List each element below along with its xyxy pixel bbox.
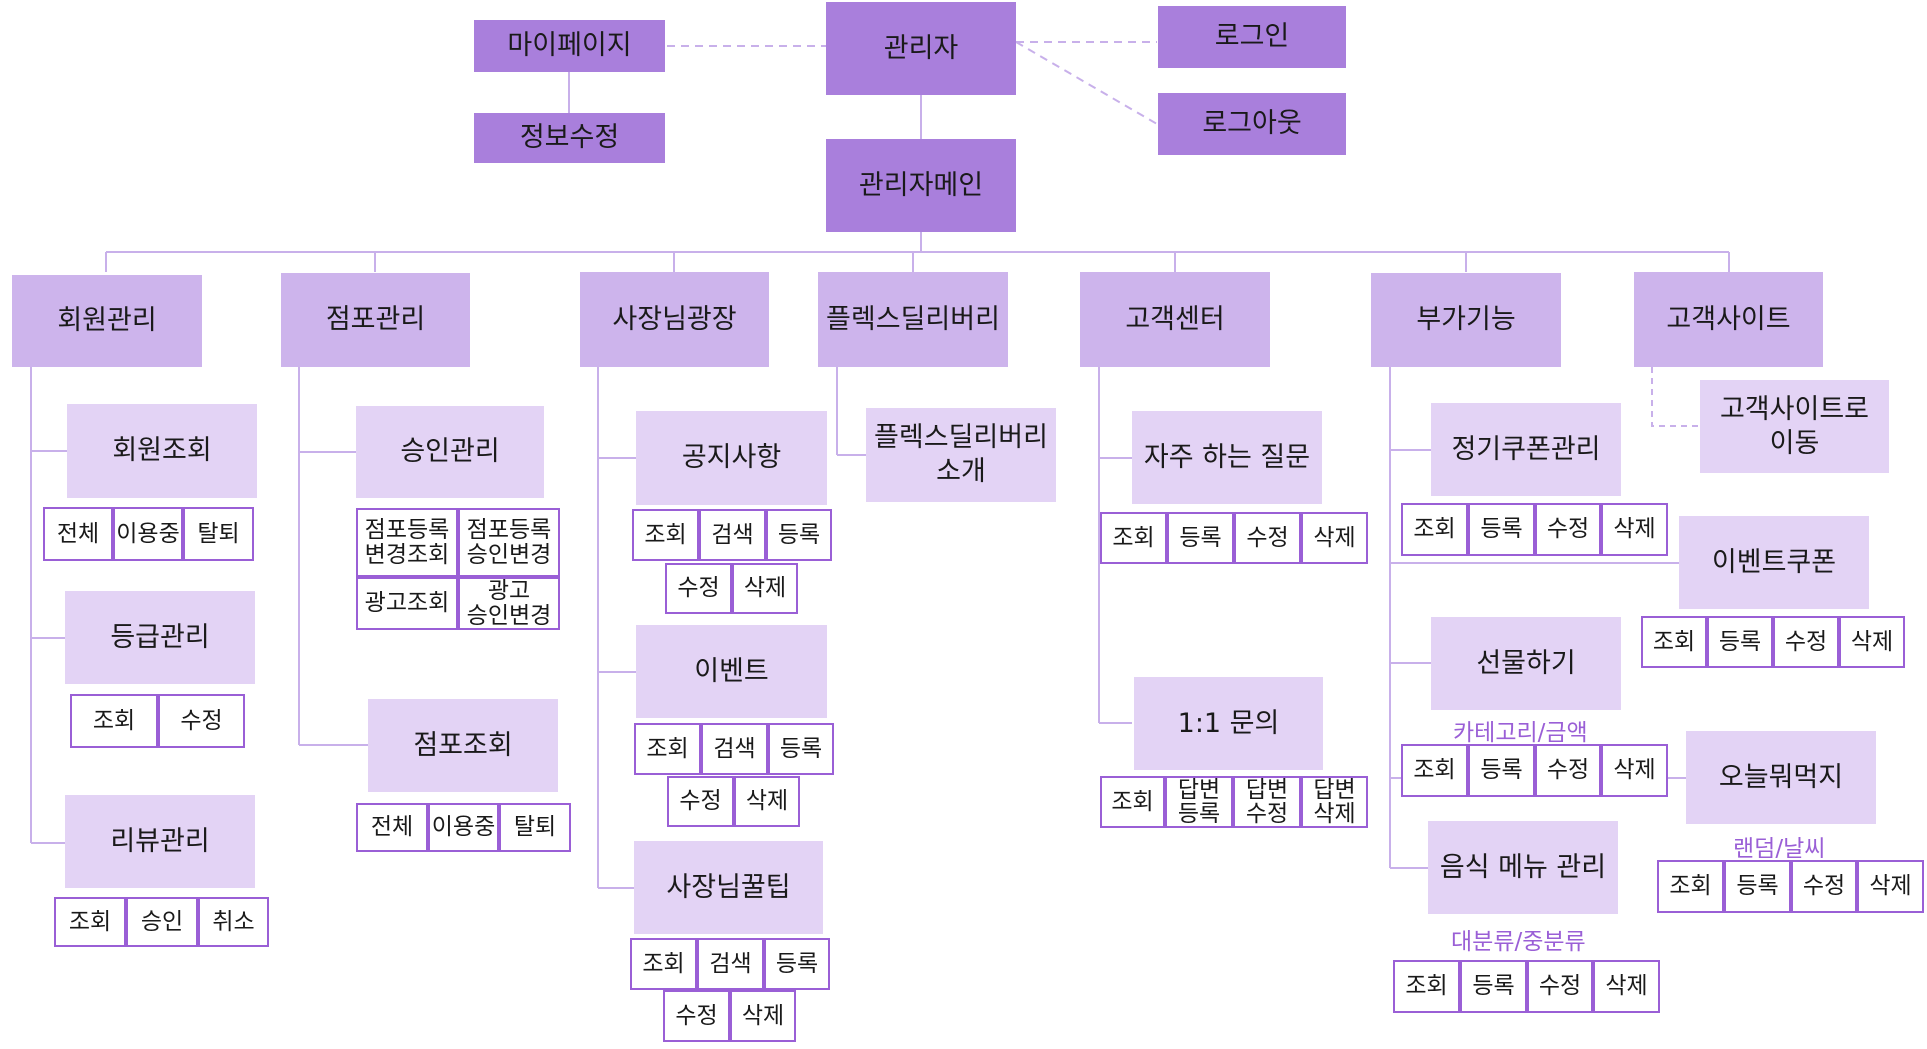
member-grade-node: 등급관리 xyxy=(65,591,255,684)
notice-edit: 수정 xyxy=(665,563,732,614)
regular-coupon-delete: 삭제 xyxy=(1601,503,1668,556)
food-menu-register: 등록 xyxy=(1460,960,1527,1013)
member-grade-edit: 수정 xyxy=(158,694,245,748)
food-menu-node: 음식 메뉴 관리 xyxy=(1428,821,1618,914)
regular-coupon-node: 정기쿠폰관리 xyxy=(1431,403,1621,496)
category-member: 회원관리 xyxy=(12,275,202,367)
store-approval-node: 승인관리 xyxy=(356,406,544,498)
event-node: 이벤트 xyxy=(636,625,827,718)
customer-site-goto-node: 고객사이트로 이동 xyxy=(1700,380,1889,473)
regular-coupon-edit: 수정 xyxy=(1535,503,1601,556)
flex-delivery-intro-node: 플렉스딜리버리 소개 xyxy=(866,408,1056,502)
store-lookup-withdrawn: 탈퇴 xyxy=(499,803,571,852)
food-menu-delete: 삭제 xyxy=(1593,960,1660,1013)
qna-view: 조회 xyxy=(1100,776,1165,828)
mypage-node: 마이페이지 xyxy=(474,20,665,72)
event-coupon-delete: 삭제 xyxy=(1839,616,1905,668)
event-register: 등록 xyxy=(768,723,834,775)
category-customer-center: 고객센터 xyxy=(1080,272,1270,367)
today-menu-delete: 삭제 xyxy=(1857,860,1924,913)
qna-answer-register: 답변 등록 xyxy=(1165,776,1233,828)
store-ad-lookup: 광고조회 xyxy=(356,577,458,630)
gift-register: 등록 xyxy=(1468,744,1535,797)
event-search: 검색 xyxy=(701,723,768,775)
member-grade-view: 조회 xyxy=(70,694,158,748)
tips-register: 등록 xyxy=(764,938,830,990)
today-menu-register: 등록 xyxy=(1724,860,1791,913)
member-lookup-withdrawn: 탈퇴 xyxy=(183,507,254,561)
store-lookup-all: 전체 xyxy=(356,803,428,852)
store-lookup-node: 점포조회 xyxy=(368,699,558,792)
today-menu-node: 오늘뭐먹지 xyxy=(1686,731,1876,824)
store-lookup-active: 이용중 xyxy=(428,803,499,852)
faq-register: 등록 xyxy=(1167,512,1234,564)
tips-delete: 삭제 xyxy=(730,990,796,1042)
store-registration-approval: 점포등록 승인변경 xyxy=(458,508,560,577)
edit-info-node: 정보수정 xyxy=(474,113,665,163)
food-menu-note: 대분류/중분류 xyxy=(1451,929,1586,955)
event-coupon-view: 조회 xyxy=(1641,616,1707,668)
category-flex-delivery: 플렉스딜리버리 xyxy=(818,272,1008,367)
event-edit: 수정 xyxy=(667,776,734,827)
qna-answer-delete: 답변 삭제 xyxy=(1301,776,1368,828)
gift-note: 카테고리/금액 xyxy=(1453,720,1588,746)
faq-view: 조회 xyxy=(1100,512,1167,564)
member-review-cancel: 취소 xyxy=(198,897,269,947)
notice-node: 공지사항 xyxy=(636,411,827,505)
gift-node: 선물하기 xyxy=(1431,617,1621,710)
faq-edit: 수정 xyxy=(1234,512,1301,564)
owner-tips-node: 사장님꿀팁 xyxy=(634,841,823,934)
tips-edit: 수정 xyxy=(663,990,730,1042)
member-review-approve: 승인 xyxy=(126,897,198,947)
today-menu-edit: 수정 xyxy=(1791,860,1857,913)
gift-edit: 수정 xyxy=(1535,744,1601,797)
category-store: 점포관리 xyxy=(281,273,470,367)
tips-view: 조회 xyxy=(630,938,697,990)
member-review-node: 리뷰관리 xyxy=(65,795,255,888)
login-node: 로그인 xyxy=(1158,6,1346,68)
event-coupon-register: 등록 xyxy=(1707,616,1773,668)
notice-register: 등록 xyxy=(766,509,832,561)
member-lookup-all: 전체 xyxy=(43,507,113,561)
notice-search: 검색 xyxy=(699,509,766,561)
tips-search: 검색 xyxy=(697,938,764,990)
category-customer-site: 고객사이트 xyxy=(1634,272,1823,367)
member-review-view: 조회 xyxy=(54,897,126,947)
qna-answer-edit: 답변 수정 xyxy=(1233,776,1301,828)
store-registration-lookup: 점포등록 변경조회 xyxy=(356,508,458,577)
category-extra: 부가기능 xyxy=(1371,273,1561,367)
gift-delete: 삭제 xyxy=(1601,744,1668,797)
notice-view: 조회 xyxy=(632,509,699,561)
store-ad-approval: 광고 승인변경 xyxy=(458,577,560,630)
event-coupon-node: 이벤트쿠폰 xyxy=(1679,516,1869,609)
gift-view: 조회 xyxy=(1401,744,1468,797)
regular-coupon-register: 등록 xyxy=(1468,503,1535,556)
today-menu-view: 조회 xyxy=(1657,860,1724,913)
member-lookup-node: 회원조회 xyxy=(67,404,257,498)
food-menu-edit: 수정 xyxy=(1527,960,1593,1013)
member-lookup-active: 이용중 xyxy=(113,507,183,561)
admin-node: 관리자 xyxy=(826,2,1016,95)
today-menu-note: 랜덤/날씨 xyxy=(1733,836,1826,862)
food-menu-view: 조회 xyxy=(1393,960,1460,1013)
event-delete: 삭제 xyxy=(734,776,800,827)
faq-delete: 삭제 xyxy=(1301,512,1368,564)
event-coupon-edit: 수정 xyxy=(1773,616,1839,668)
event-view: 조회 xyxy=(634,723,701,775)
faq-node: 자주 하는 질문 xyxy=(1132,411,1322,504)
notice-delete: 삭제 xyxy=(732,563,798,614)
category-owner-plaza: 사장님광장 xyxy=(580,272,769,367)
qna-node: 1:1 문의 xyxy=(1134,677,1323,770)
regular-coupon-view: 조회 xyxy=(1401,503,1468,556)
admin-main-node: 관리자메인 xyxy=(826,139,1016,232)
logout-node: 로그아웃 xyxy=(1158,93,1346,155)
